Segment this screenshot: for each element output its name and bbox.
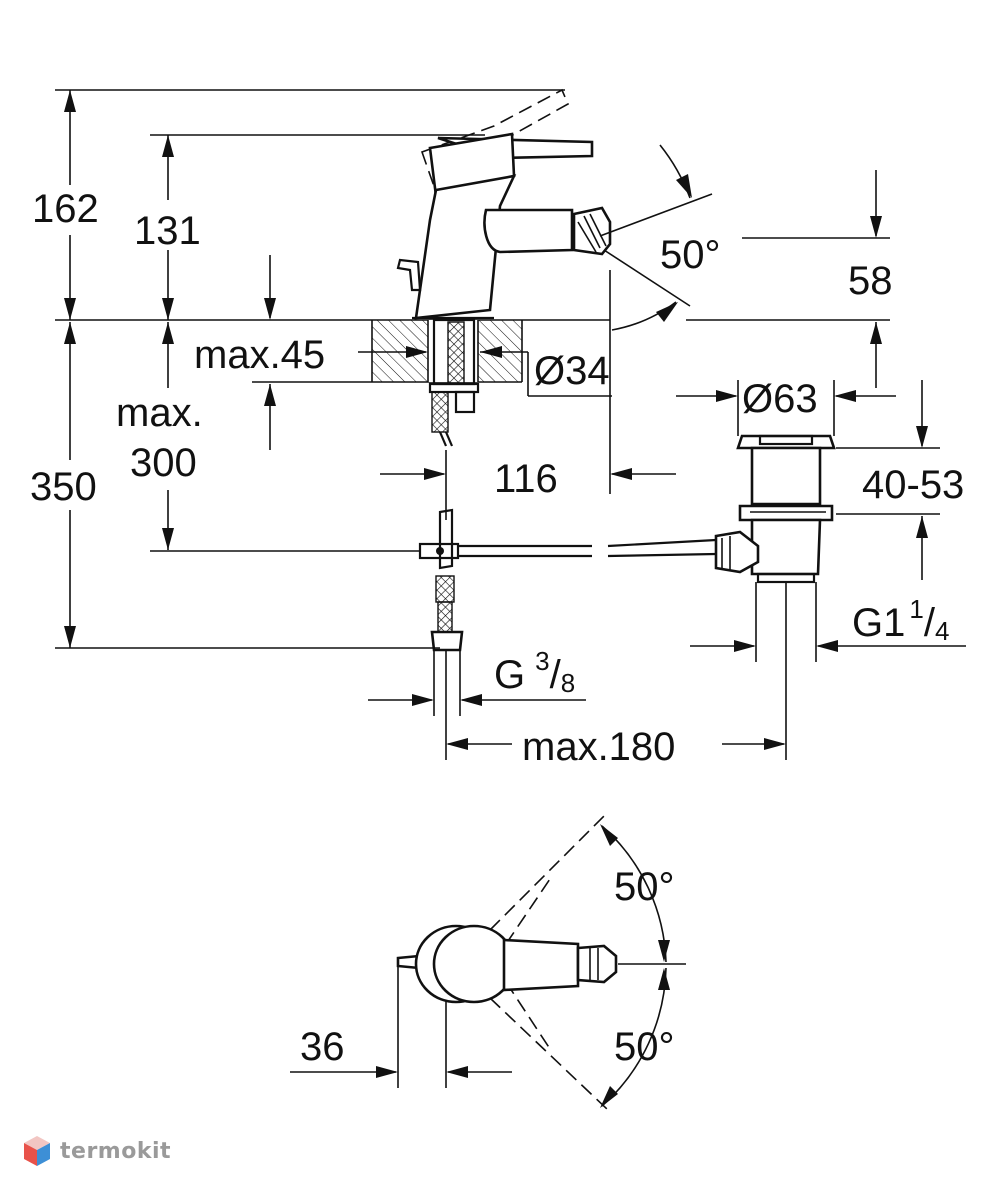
pull-rod-assembly — [418, 508, 717, 652]
dim-inlet-thread-den: 8 — [561, 668, 575, 698]
dim-spout-height: 58 — [848, 259, 893, 303]
mixer-shank — [428, 318, 480, 447]
dim-height-spout: 131 — [134, 209, 201, 253]
dim-below-deck-line1: max. — [116, 391, 203, 435]
dim-waste-thread-den: 4 — [935, 616, 949, 646]
dim-inlet-thread-main: G — [494, 653, 525, 697]
dim-body-diameter: 36 — [300, 1025, 345, 1069]
dim-waste-thread-slash: / — [924, 601, 936, 645]
mixer-top-view — [396, 811, 618, 1111]
dim-waste-diameter: Ø63 — [742, 377, 818, 421]
dim-below-deck-line2: 300 — [130, 441, 197, 485]
dim-deck-thickness: max.45 — [194, 333, 325, 377]
dim-swivel-left: 50° — [614, 865, 675, 909]
dim-supply-length: 350 — [30, 465, 97, 509]
dim-pull-rod-length: max.180 — [522, 725, 675, 769]
popup-waste — [714, 434, 836, 760]
cube-logo-icon — [24, 1136, 50, 1166]
watermark: termokit — [22, 1134, 171, 1168]
watermark-brand: termokit — [60, 1138, 172, 1164]
dim-inlet-thread-num: 3 — [535, 646, 549, 676]
countertop-section — [55, 319, 610, 383]
dim-height-total: 162 — [32, 187, 99, 231]
dimension-labels: 162 131 max.45 Ø34 max. 300 350 50° 58 1… — [30, 187, 964, 1069]
dim-waste-range: 40-53 — [862, 463, 964, 507]
dimension-lines — [55, 89, 966, 760]
top-view-dimension-lines — [290, 824, 686, 1108]
dim-swivel-right: 50° — [614, 1025, 675, 1069]
dim-reach: 116 — [494, 457, 558, 501]
dim-inlet-thread-slash: / — [550, 653, 562, 697]
dim-hole-diameter: Ø34 — [534, 349, 610, 393]
dim-waste-thread-main: G1 — [852, 601, 905, 645]
mixer-body-side — [396, 88, 612, 320]
dim-waste-thread-num: 1 — [909, 594, 923, 624]
dim-spout-angle: 50° — [660, 233, 721, 277]
